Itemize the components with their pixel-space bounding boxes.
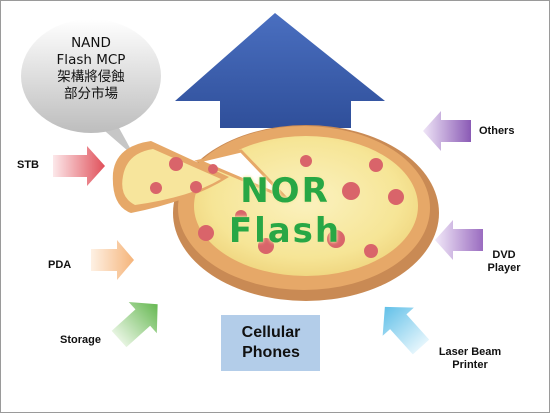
cellular-label: Cellular Phones [211, 323, 331, 363]
bubble-line: Flash MCP [56, 52, 126, 68]
pda-label: PDA [48, 259, 72, 271]
laser-label-line2: Printer [452, 359, 488, 372]
cellular-box [221, 315, 320, 371]
bubble-text: NAND Flash MCP 架構將侵蝕 部分市場 [35, 35, 147, 103]
laser-label-line1: Laser Beam [438, 346, 502, 358]
pizza-illustration [112, 125, 439, 301]
up-arrow-icon [175, 13, 385, 128]
center-title-line2: Flash [228, 211, 342, 251]
others-label: Others [479, 125, 515, 137]
bubble-line: 部分市場 [64, 86, 118, 102]
dvd-label-line2: Player [487, 262, 521, 275]
bubble-line: NAND [71, 35, 111, 51]
others-arrow-icon [423, 111, 471, 151]
center-title-line1: NOR [240, 171, 330, 211]
storage-arrow-icon [111, 301, 158, 348]
laser-arrow-icon [382, 306, 430, 355]
laser-label: Laser Beam Printer [425, 346, 515, 372]
dvd-arrow-icon [435, 220, 483, 260]
speech-bubble [21, 19, 161, 157]
stb-arrow-icon [53, 146, 105, 186]
cellular-line1: Cellular [241, 324, 301, 341]
dvd-label-line1: DVD [492, 249, 516, 261]
cellular-line2: Phones [242, 344, 300, 361]
bubble-line: 架構將侵蝕 [57, 69, 125, 85]
center-title: NOR Flash [215, 171, 355, 251]
pda-arrow-icon [91, 240, 134, 280]
storage-label: Storage [60, 334, 101, 346]
dvd-label: DVD Player [479, 249, 529, 275]
stb-label: STB [17, 159, 39, 171]
